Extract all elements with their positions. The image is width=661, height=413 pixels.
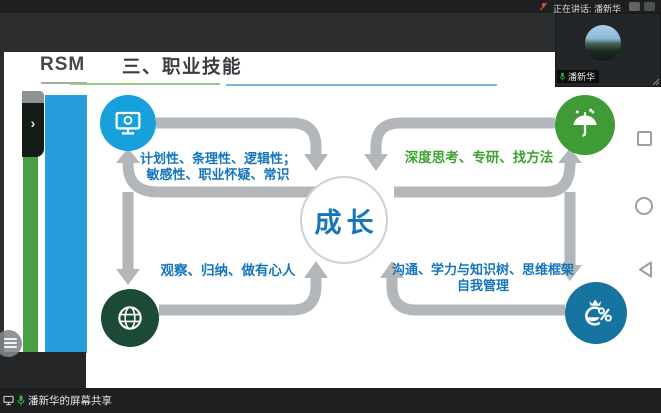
- side-tab-handle[interactable]: [22, 91, 44, 103]
- title-underline-green: [70, 83, 220, 85]
- android-recents-button[interactable]: [637, 131, 652, 146]
- presenter-mic-icon: [17, 395, 25, 406]
- participant-name-tag: 潘新华: [557, 70, 600, 83]
- observation-circle: [101, 289, 159, 347]
- tile-resize-handle[interactable]: [651, 77, 660, 86]
- title-underline-blue: [226, 84, 497, 86]
- fullscreen-icon[interactable]: [644, 2, 655, 11]
- slide-green-strip: [23, 95, 38, 353]
- mic-active-icon: [559, 72, 566, 81]
- floating-menu-button[interactable]: [0, 330, 22, 357]
- quadrant-text-bottom-left: 观察、归纳、做有心人: [160, 263, 296, 278]
- umbrella-icon: [573, 108, 597, 137]
- globe-icon: [118, 306, 142, 330]
- growth-center-circle: 成长: [300, 176, 388, 264]
- percent-moneybag-icon: [585, 299, 612, 326]
- planning-circle: [100, 95, 156, 151]
- cycle-arrows: [116, 117, 582, 316]
- android-back-button[interactable]: [637, 260, 655, 279]
- participant-video-tile[interactable]: 潘新华: [555, 13, 661, 87]
- share-letterbox-corner: [0, 352, 86, 392]
- quadrant-text-bottom-right: 沟通、学力与知识树、思维框架 自我管理: [391, 262, 574, 293]
- deep-thinking-circle: [555, 95, 615, 155]
- participant-name: 潘新华: [568, 72, 596, 82]
- growth-label: 成长: [314, 207, 379, 238]
- monitor-icon: [115, 111, 141, 135]
- android-home-button[interactable]: [635, 197, 653, 215]
- meeting-top-bar: 正在讲话: 潘新华: [0, 0, 661, 14]
- view-mode-icon[interactable]: [629, 2, 640, 11]
- shared-screen-slide: RSM 三、职业技能: [4, 52, 661, 388]
- logo-underline: [41, 82, 87, 84]
- quadrant-text-top-right: 深度思考、专研、找方法: [404, 150, 554, 165]
- share-source-label: 潘新华的屏幕共享: [28, 395, 112, 407]
- mic-muted-icon: [539, 2, 548, 11]
- menu-icon: [4, 338, 17, 340]
- screen-share-icon: [3, 395, 14, 406]
- self-management-circle: [565, 282, 627, 344]
- chevron-right-icon[interactable]: ›: [30, 115, 36, 131]
- meeting-bottom-bar: 潘新华的屏幕共享: [0, 388, 661, 413]
- annotation-side-tab[interactable]: ›: [22, 91, 44, 157]
- speaking-status-label: 正在讲话: 潘新华: [553, 4, 622, 14]
- rsm-logo: RSM: [40, 54, 86, 75]
- quadrant-text-top-left: 计划性、条理性、逻辑性； 敏感性、职业怀疑、常识: [139, 151, 296, 182]
- slide-title: 三、职业技能: [122, 56, 243, 77]
- avatar: [585, 25, 621, 61]
- slide-blue-strip: [45, 95, 87, 353]
